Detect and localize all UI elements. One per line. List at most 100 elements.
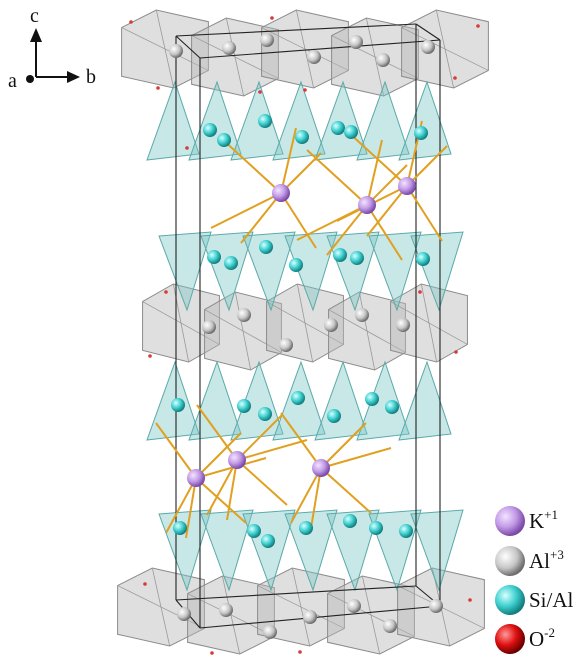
k-o-bond [236,459,288,506]
octahedron-edge [296,283,314,363]
aluminum-atom [349,35,363,49]
k-o-bond [366,139,383,206]
silicon-atom [217,133,231,147]
octahedron-edge [420,283,438,363]
legend-charge: -2 [544,625,555,640]
tetrahedron [368,231,422,312]
octahedron-edge [155,9,175,89]
octahedron-edge [221,575,241,655]
c-axis-label: c [30,5,39,27]
k-o-bond [320,447,392,469]
tetrahedron [230,360,284,441]
k-o-bond [206,459,238,516]
silicon-atom [259,240,273,254]
aluminum-atom [429,599,443,613]
tetrahedron [242,231,296,312]
k-o-bond [196,404,238,461]
silicon-atom [385,400,399,414]
svg-text:Al+3: Al+3 [529,547,564,573]
c-axis-arrowhead [30,28,42,42]
k-o-bond [280,412,322,469]
silicon-atom [258,114,272,128]
octahedron-edge [435,9,455,89]
silicon-atom [291,391,305,405]
tetrahedron [158,231,212,312]
oxygen-atom [468,598,472,602]
oxygen-atom [210,651,214,655]
oxygen-swatch [495,624,525,654]
potassium-atom [358,196,376,214]
oxygen-atom [454,350,458,354]
legend-item-aluminum: Al+3 [495,546,564,576]
oxygen-atom [156,86,160,90]
k-o-bond [406,185,443,242]
silicon-atom [258,407,272,421]
silicon-atom [350,251,364,265]
potassium-atom [312,459,330,477]
tetrahedron [398,360,452,441]
a-axis-dot [26,75,34,83]
octahedron-edge [358,291,376,371]
legend-charge: +1 [544,507,558,522]
potassium-atom [398,177,416,195]
tetrahedron [314,80,368,161]
silicon-atom [247,524,261,538]
k-o-bond [236,414,283,461]
b-axis-arrowhead [67,71,80,83]
octahedron-edge [365,17,385,97]
oxygen-atom [270,16,274,20]
aluminum-atom [219,603,233,617]
aluminum-atom [169,44,183,58]
oxygen-atom [298,650,302,654]
cell-edge [175,23,417,37]
aluminum-atom [307,50,321,64]
k-o-bond [236,439,308,461]
aluminum-swatch [495,546,525,576]
potassium-atom [228,451,246,469]
k-o-bond [310,467,322,529]
octahedron-edge [291,567,311,647]
aluminum-atom [279,338,293,352]
k-o-bond [185,477,197,539]
tetrahedron [398,80,452,161]
silicon-atom [333,248,347,262]
silicon-atom [331,121,345,135]
k-o-bond [366,164,408,206]
octahedral-sheets [117,9,489,655]
b-axis-label: b [86,66,96,88]
legend-symbol: K [529,509,544,533]
silicon-atom [327,409,341,423]
oxygen-atom [476,24,480,28]
k-o-bond [155,422,197,479]
cell-edge [199,39,441,59]
silicon-atom [203,123,217,137]
a-axis-label: a [8,70,17,92]
aluminum-atom [263,625,277,639]
legend-symbol: Al [529,549,550,573]
aluminum-atom [383,619,397,633]
tetrahedron [326,509,380,592]
cell-edge [199,605,441,629]
legend-symbol: O [529,627,544,651]
octahedron-edge [234,291,252,371]
silicon-atom [399,524,413,538]
k-o-bond [306,149,368,206]
tetrahedron [158,509,212,592]
tetrahedron [284,509,338,592]
oxygen-atom [453,76,457,80]
silicon-atom [299,521,313,535]
k-o-bond [320,422,367,469]
silicon-atom [344,125,358,139]
atoms [129,16,480,655]
silicon-atom [171,398,185,412]
oxygen-atom [303,88,307,92]
k-o-bond [165,477,197,534]
silicon-swatch [495,585,525,615]
k-o-bond [280,192,317,249]
potassium-swatch [495,506,525,536]
k-o-bond [226,459,238,521]
k-o-bond [210,192,282,229]
tetrahedron [188,360,242,441]
aluminum-atom [177,607,191,621]
